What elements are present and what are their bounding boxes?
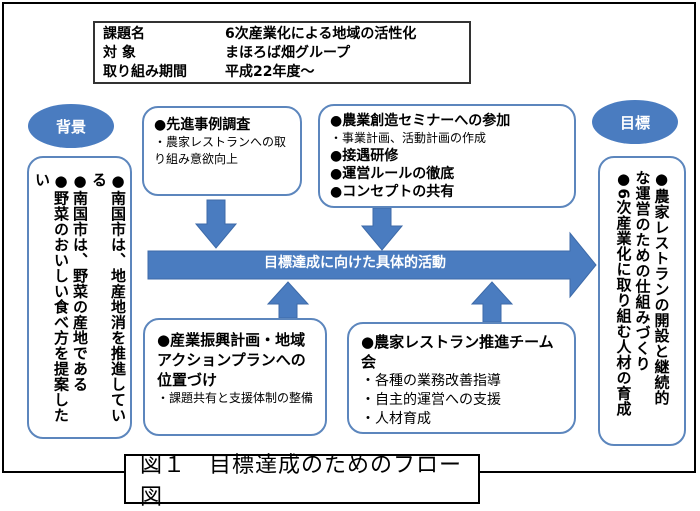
box-title: ●先進事例調査 [154, 117, 251, 133]
input-box-advanced-case-study: ●先進事例調査 ・農家レストランへの取り組み意欲向上 [142, 106, 302, 196]
background-box: ●南国市は、地産地消を推進している ●南国市は、野菜の産地である ●野菜のおいし… [27, 156, 132, 439]
box-title: ●農業創造セミナーへの参加 [330, 113, 511, 129]
goal-item: ●6次産業化に取り組む人材の育成 [614, 170, 633, 417]
figure-caption: 図１ 目標達成のためのフロー図 [124, 453, 480, 510]
background-item: ●野菜のおいしい食べ方を提案したい [33, 172, 70, 423]
box-subitem: ・人材育成 [361, 411, 431, 427]
main-arrow-label: 目標達成に向けた具体的活動 [264, 255, 446, 271]
box-subitem: ・課題共有と支援体制の整備 [157, 391, 314, 405]
info-label: 対 象 [103, 45, 136, 61]
background-text: ●南国市は、地産地消を推進している ●南国市は、野菜の産地である ●野菜のおいし… [32, 172, 127, 437]
down-arrow-2 [360, 207, 404, 251]
main-arrow [147, 231, 597, 299]
goal-text: ●農家レストランの開設と継続的な運営のための仕組みづくり ●6次産業化に取り組む… [614, 170, 671, 444]
info-row-period: 取り組み期間 平成22年度～ [103, 63, 461, 82]
box-item: ●接遇研修 [330, 148, 399, 164]
input-box-industry-plan: ●産業振興計画・地域アクションプランへの位置づけ ・課題共有と支援体制の整備 [143, 318, 327, 436]
up-arrow-1 [266, 281, 310, 319]
box-subitem: ・農家レストランへの取り組み意欲向上 [154, 135, 287, 166]
input-box-team-meeting: ●農家レストラン推進チーム会 ・各種の業務改善指導 ・自主的運営への支援 ・人材… [347, 322, 576, 434]
box-subitem: ・自主的運営への支援 [361, 392, 501, 408]
info-value: 6次産業化による地域の活性化 [225, 26, 417, 42]
info-row-title: 課題名 6次産業化による地域の活性化 [103, 25, 461, 44]
background-item: ●南国市は、野菜の産地である [71, 172, 89, 392]
box-title: ●産業振興計画・地域アクションプランへの位置づけ [157, 331, 306, 389]
goal-oval: 目標 [592, 100, 678, 144]
box-item: ●運営ルールの徹底 [330, 166, 455, 182]
info-value: 平成22年度～ [225, 64, 315, 80]
up-arrow-2 [470, 281, 514, 323]
info-row-target: 対 象 まほろば畑グループ [103, 44, 461, 63]
info-value: まほろば畑グループ [225, 45, 351, 61]
info-label: 課題名 [103, 26, 145, 42]
box-subitem: ・各種の業務改善指導 [361, 373, 501, 389]
down-arrow-1 [194, 199, 238, 249]
goal-box: ●農家レストランの開設と継続的な運営のための仕組みづくり ●6次産業化に取り組む… [598, 156, 686, 446]
box-item: ●コンセプトの共有 [330, 184, 455, 200]
box-subitem: ・事業計画、活動計画の作成 [330, 131, 487, 145]
project-info-box: 課題名 6次産業化による地域の活性化 対 象 まほろば畑グループ 取り組み期間 … [93, 21, 471, 84]
goal-item: ●農家レストランの開設と継続的な運営のための仕組みづくり [633, 170, 671, 406]
input-box-seminar: ●農業創造セミナーへの参加 ・事業計画、活動計画の作成 ●接遇研修 ●運営ルール… [318, 104, 576, 208]
info-label: 取り組み期間 [103, 64, 187, 80]
box-title: ●農家レストラン推進チーム会 [361, 333, 554, 371]
background-item: ●南国市は、地産地消を推進している [90, 172, 127, 423]
background-oval: 背景 [28, 104, 114, 148]
